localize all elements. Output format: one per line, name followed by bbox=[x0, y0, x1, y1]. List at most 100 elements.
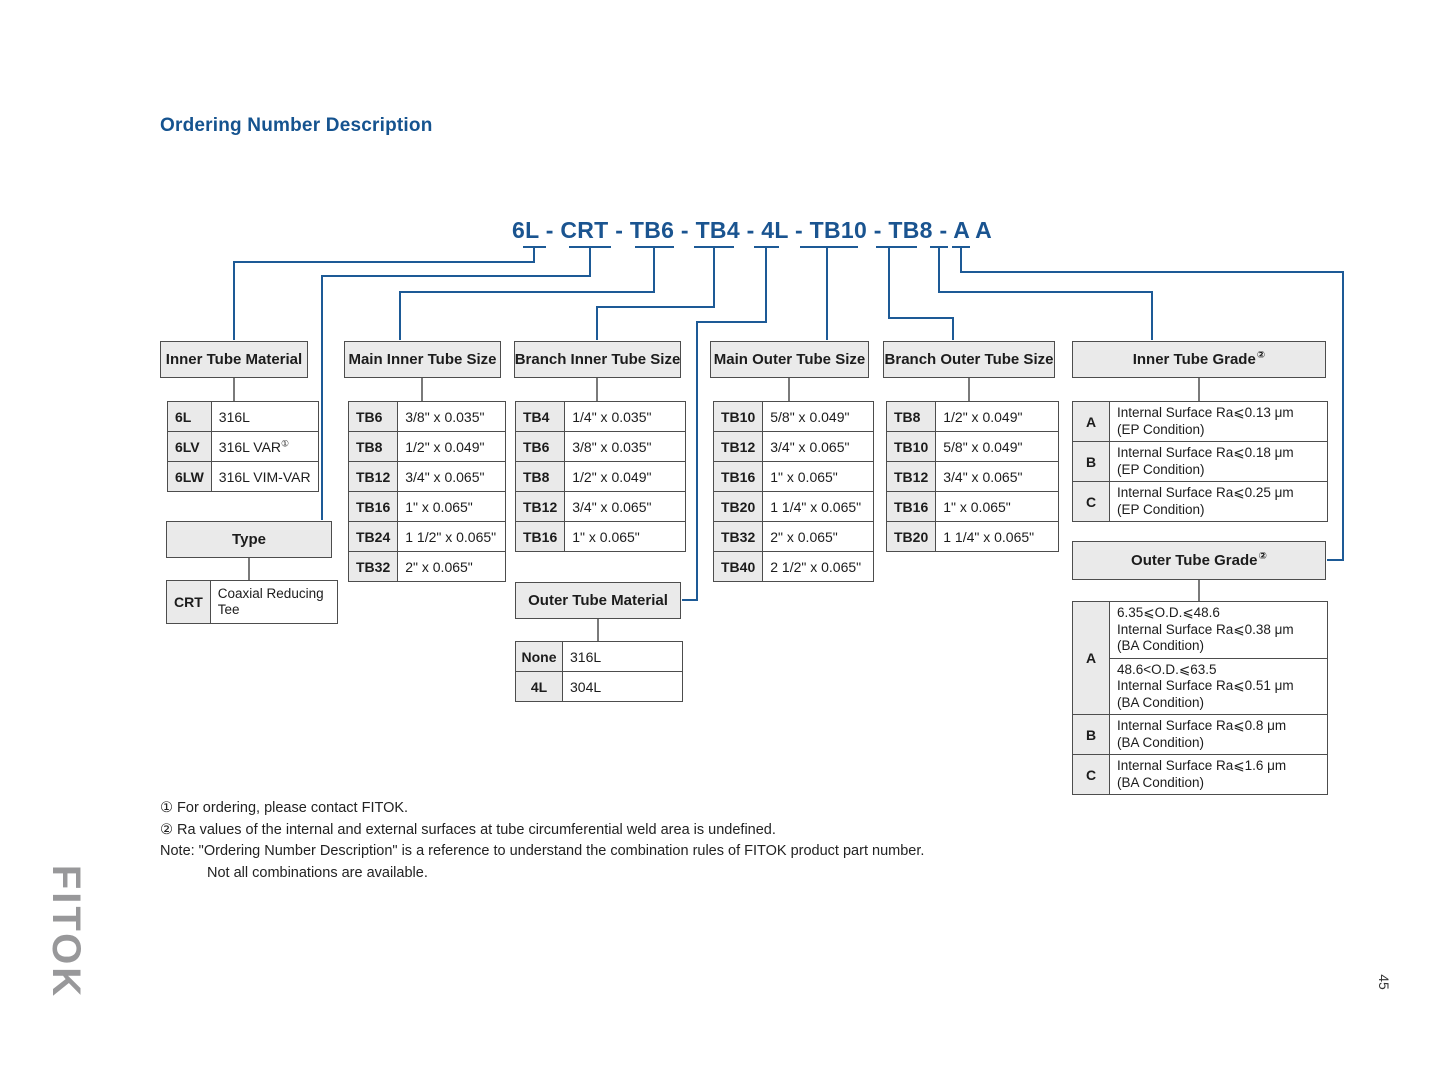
code-cell: 6LV bbox=[167, 431, 212, 462]
line-tb10 bbox=[800, 246, 858, 340]
code-cell: B bbox=[1072, 441, 1110, 482]
value-cell: 316L bbox=[562, 641, 683, 672]
footnotes: ① For ordering, please contact FITOK. ② … bbox=[160, 798, 924, 884]
footnote-1: ① For ordering, please contact FITOK. bbox=[160, 800, 409, 816]
code-cell: None bbox=[515, 641, 563, 672]
code-cell: TB32 bbox=[712, 521, 764, 552]
header-label: Inner Tube Material bbox=[165, 351, 303, 368]
footnote-note-continued: Not all combinations are available. bbox=[207, 864, 428, 881]
code-cell: TB40 bbox=[712, 551, 764, 582]
header-label: Main Inner Tube Size bbox=[348, 351, 497, 368]
code-cell: TB20 bbox=[712, 491, 764, 522]
value-cell: 3/4" x 0.065" bbox=[564, 491, 687, 522]
code-cell: CRT bbox=[166, 580, 211, 624]
value-cell: 3/8" x 0.035" bbox=[397, 401, 507, 432]
code-cell: C bbox=[1072, 754, 1110, 795]
value-cell: 3/4" x 0.065" bbox=[397, 461, 507, 492]
value-cell: 1/2" x 0.049" bbox=[935, 401, 1060, 432]
page-title: Ordering Number Description bbox=[160, 115, 433, 136]
value-cell: 1/2" x 0.049" bbox=[564, 461, 687, 492]
value-cell: 1/4" x 0.035" bbox=[564, 401, 687, 432]
code-cell: TB10 bbox=[885, 431, 937, 462]
code-cell: TB16 bbox=[347, 491, 399, 522]
header-inner-tube-material: Inner Tube Material bbox=[160, 341, 308, 378]
line-6l bbox=[233, 246, 546, 340]
header-label: Type bbox=[232, 531, 266, 548]
header-outer-tube-material: Outer Tube Material bbox=[515, 582, 681, 619]
code-cell: TB12 bbox=[514, 491, 566, 522]
footnote-2: ② Ra values of the internal and external… bbox=[160, 821, 776, 838]
value-cell: 1 1/4" x 0.065" bbox=[762, 491, 875, 522]
value-cell: 1/2" x 0.049" bbox=[397, 431, 507, 462]
value-cell: 3/4" x 0.065" bbox=[762, 431, 875, 462]
value-cell: 2" x 0.065" bbox=[762, 521, 875, 552]
line-tb8 bbox=[876, 246, 954, 340]
line-tb6 bbox=[399, 246, 674, 340]
value-cell: 1 1/4" x 0.065" bbox=[935, 521, 1060, 552]
code-cell: TB6 bbox=[514, 431, 566, 462]
value-cell: Internal Surface Ra⩽0.8 μm(BA Condition) bbox=[1109, 714, 1328, 755]
page-number: 45 bbox=[1376, 974, 1392, 990]
code-cell: TB8 bbox=[514, 461, 566, 492]
code-cell: TB10 bbox=[712, 401, 764, 432]
code-cell: TB12 bbox=[712, 431, 764, 462]
code-cell: B bbox=[1072, 714, 1110, 755]
value-cell: Internal Surface Ra⩽1.6 μm(BA Condition) bbox=[1109, 754, 1328, 795]
code-cell: TB16 bbox=[885, 491, 937, 522]
value-cell: 316L VIM-VAR bbox=[210, 461, 319, 492]
code-cell: 6L bbox=[167, 401, 212, 432]
header-label: Branch Outer Tube Size bbox=[884, 351, 1054, 368]
code-cell: TB4 bbox=[514, 401, 566, 432]
code-cell: 6LW bbox=[167, 461, 212, 492]
value-cell: 2 1/2" x 0.065" bbox=[762, 551, 875, 582]
footnote-note: Note: "Ordering Number Description" is a… bbox=[160, 843, 925, 859]
header-label: Branch Inner Tube Size bbox=[514, 351, 681, 368]
fitok-logo: FITOK bbox=[44, 864, 88, 1000]
code-cell: TB8 bbox=[347, 431, 399, 462]
header-main-outer-tube-size: Main Outer Tube Size bbox=[710, 341, 869, 378]
header-label: Inner Tube Grade bbox=[1132, 351, 1256, 368]
value-cell: 316L VAR① bbox=[210, 431, 319, 462]
code-cell: C bbox=[1072, 481, 1110, 522]
code-cell: TB32 bbox=[347, 551, 399, 582]
header-type: Type bbox=[166, 521, 332, 558]
line-a1 bbox=[930, 246, 1153, 340]
value-cell: 316L bbox=[210, 401, 319, 432]
code-cell: TB16 bbox=[514, 521, 566, 552]
line-tb4 bbox=[596, 246, 734, 340]
header-label: Main Outer Tube Size bbox=[713, 351, 866, 368]
